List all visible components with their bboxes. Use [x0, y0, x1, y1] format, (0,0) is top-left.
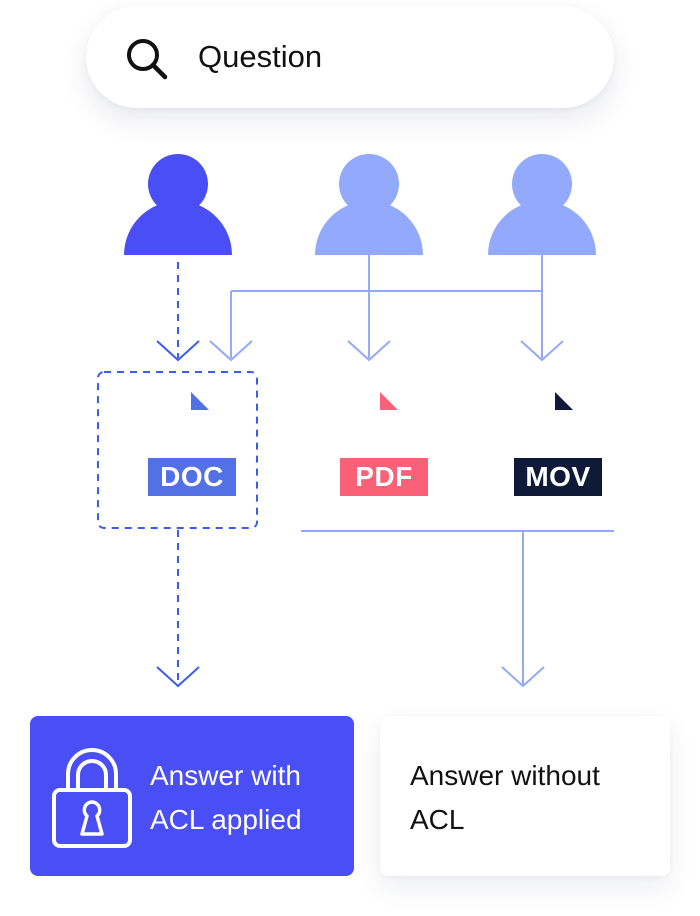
mov-label: MOV — [514, 458, 602, 496]
answer-without-acl-box: Answer without ACL — [380, 716, 670, 876]
connector-users-to-files — [209, 255, 564, 362]
user-2-icon — [315, 154, 423, 255]
answer-with-acl-text: Answer with ACL applied — [150, 760, 302, 835]
user-with-access-icon — [124, 154, 232, 255]
doc-label: DOC — [148, 458, 236, 496]
user-3-icon — [488, 154, 596, 255]
question-text: Question — [198, 39, 323, 74]
search-icon — [127, 39, 168, 80]
doc-document-icon — [191, 392, 209, 410]
connector-files-to-answer-without-acl — [301, 530, 614, 688]
dashed-connector-doc-to-answer — [156, 530, 200, 688]
answer-without-acl-text: Answer without ACL — [410, 760, 600, 835]
search-bar[interactable]: Question — [86, 6, 614, 108]
mov-document-icon — [555, 392, 573, 410]
answer-with-acl-box: Answer with ACL applied — [30, 716, 354, 876]
dashed-connector-user-to-doc — [156, 262, 200, 362]
lock-icon — [52, 748, 132, 848]
pdf-document-icon — [380, 392, 398, 410]
doc-selection-box — [97, 371, 258, 529]
pdf-label: PDF — [340, 458, 428, 496]
